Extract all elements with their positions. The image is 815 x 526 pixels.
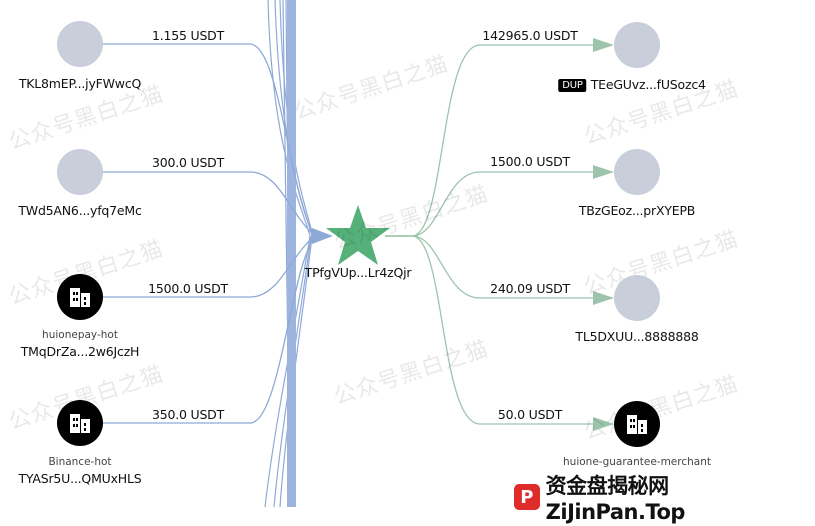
star-icon[interactable] bbox=[326, 205, 390, 265]
building-icon bbox=[70, 414, 90, 433]
building-icon bbox=[70, 288, 90, 307]
dup-badge: DUP bbox=[558, 79, 587, 92]
outflow-node-2[interactable] bbox=[614, 275, 660, 321]
edge-amount: 350.0 USDT bbox=[151, 407, 225, 422]
node-tag: huionepay-hot bbox=[42, 329, 118, 341]
edge-amount: 1500.0 USDT bbox=[490, 154, 570, 169]
node-address: TWd5AN6...yfq7eMc bbox=[18, 203, 142, 218]
edge-amount: 300.0 USDT bbox=[151, 155, 225, 170]
outflow-node-1[interactable] bbox=[614, 149, 660, 195]
edge-amount: 50.0 USDT bbox=[497, 407, 563, 422]
inflow-arrowhead bbox=[312, 228, 333, 244]
inflow-edges bbox=[103, 43, 316, 424]
node-address: TMqDrZa...2w6JczH bbox=[20, 344, 140, 359]
node-tag: Binance-hot bbox=[48, 456, 112, 468]
inflow-node-1[interactable] bbox=[57, 149, 103, 195]
node-address: TYASr5U...QMUxHLS bbox=[18, 471, 142, 486]
inflow-node-0[interactable] bbox=[57, 21, 103, 67]
inflow-node-2[interactable] bbox=[57, 274, 103, 320]
edge-amount: 142965.0 USDT bbox=[482, 28, 578, 43]
building-icon bbox=[627, 415, 647, 434]
outflow-node-0[interactable] bbox=[614, 22, 660, 68]
center-node-address: TPfgVUp...Lr4zQjr bbox=[304, 265, 412, 280]
node-address: TL5DXUU...8888888 bbox=[575, 329, 699, 344]
node-address: TEeGUvz...fUSozc4 bbox=[590, 77, 706, 92]
brand-logo-icon: P bbox=[514, 484, 540, 510]
edge-amount: 1500.0 USDT bbox=[148, 281, 228, 296]
edge-bundle bbox=[264, 0, 314, 507]
inflow-node-3[interactable] bbox=[57, 400, 103, 446]
edge-amount: 1.155 USDT bbox=[151, 28, 225, 43]
brand-overlay: P 资金盘揭秘网 ZiJinPan.Top bbox=[510, 468, 815, 526]
outflow-edges bbox=[385, 44, 600, 425]
brand-text: 资金盘揭秘网 ZiJinPan.Top bbox=[545, 474, 686, 524]
outflow-arrowheads bbox=[593, 38, 614, 431]
node-tag: huione-guarantee-merchant bbox=[563, 456, 711, 468]
transaction-graph-canvas[interactable] bbox=[0, 0, 815, 507]
edge-amount: 240.09 USDT bbox=[490, 281, 570, 296]
node-address: TBzGEoz...prXYEPB bbox=[578, 203, 696, 218]
outflow-node-3[interactable] bbox=[614, 401, 660, 447]
node-address: TKL8mEP...jyFWwcQ bbox=[18, 76, 142, 91]
